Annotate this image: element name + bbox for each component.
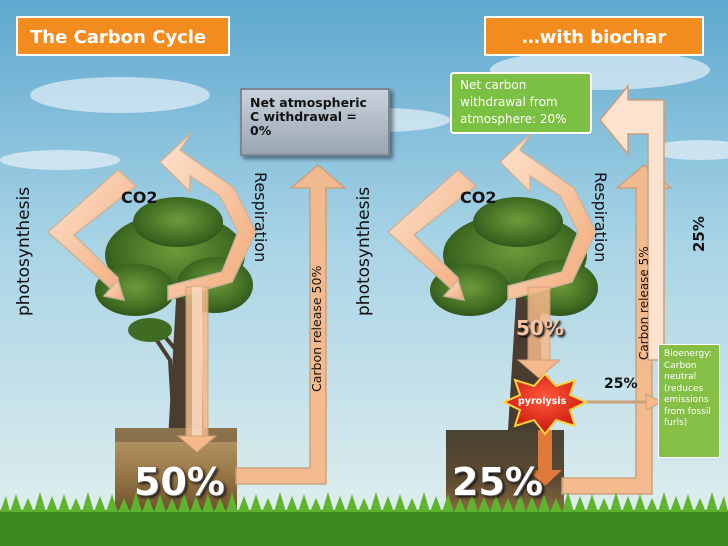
right-title: …with biochar — [484, 16, 704, 56]
left-net-withdrawal-box: Net atmospheric C withdrawal = 0% — [240, 88, 390, 156]
right-loop-percent: 25% — [690, 216, 708, 252]
right-tree-percent: 50% — [516, 316, 564, 340]
right-soil-percent: 25% — [452, 460, 543, 504]
right-cycle-arrows — [386, 131, 597, 301]
left-tree-down-arrow — [176, 286, 218, 453]
right-soil-arrow — [528, 430, 562, 486]
right-respiration-label: Respiration — [591, 172, 610, 263]
left-cycle-arrows — [46, 131, 257, 301]
right-tree-down-arrow — [516, 286, 562, 379]
left-respiration-label: Respiration — [251, 172, 270, 263]
pyrolysis-label: pyrolysis — [518, 396, 567, 407]
right-bioenergy-percent: 25% — [604, 376, 638, 392]
left-release-arrow — [235, 164, 348, 485]
pyrolysis-burst — [501, 372, 589, 436]
left-carbon-release-label: Carbon release 50% — [309, 265, 324, 392]
left-co2-label: CO2 — [121, 188, 158, 207]
left-title: The Carbon Cycle — [16, 16, 230, 56]
right-co2-label: CO2 — [460, 188, 497, 207]
right-carbon-release-label: Carbon release 5% — [637, 246, 651, 360]
right-to-bioenergy-arrow — [578, 393, 664, 411]
left-photosynthesis-label: photosynthesis — [14, 186, 34, 316]
right-photosynthesis-label: photosynthesis — [354, 186, 374, 316]
bioenergy-box: Bioenergy: Carbon neutral (reduces emiss… — [658, 344, 720, 458]
right-bioenergy-loop-arrow — [599, 83, 665, 361]
grass-strip — [0, 492, 728, 546]
right-net-withdrawal-box: Net carbon withdrawal from atmosphere: 2… — [450, 72, 592, 134]
left-soil-percent: 50% — [134, 460, 225, 504]
